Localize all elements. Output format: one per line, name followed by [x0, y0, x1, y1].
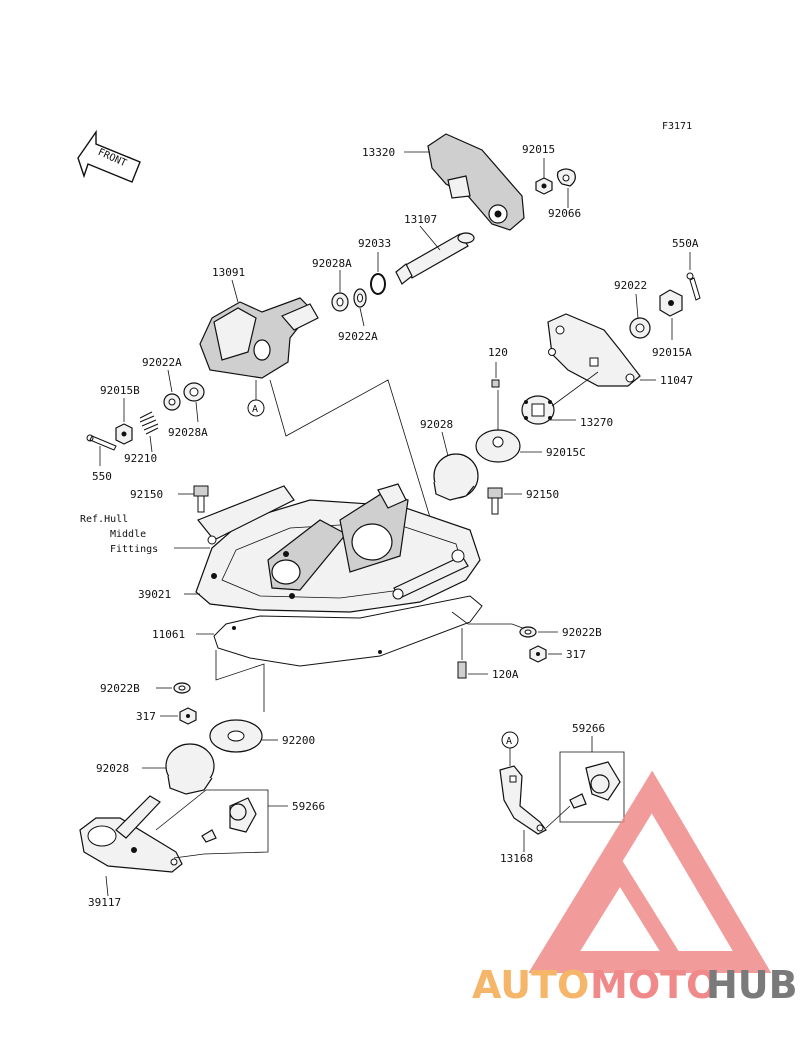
clip-92066: [556, 168, 576, 187]
front-arrow-icon: FRONT: [77, 129, 141, 183]
washer-92022B-right: [519, 626, 537, 638]
pin-550: [86, 434, 117, 451]
label-92028-mid: 92028: [420, 418, 453, 431]
label-92028A-top: 92028A: [312, 257, 352, 270]
label-13107: 13107: [404, 213, 437, 226]
plate-11047: [547, 313, 641, 387]
ref-note-line3: Fittings: [110, 544, 158, 555]
nut-317-left: [179, 707, 197, 725]
pad-92028-low: [165, 743, 215, 795]
label-92150-left: 92150: [130, 488, 163, 501]
label-92015B: 92015B: [100, 384, 140, 397]
box-59266-right: [559, 751, 625, 823]
washer-92022A-top: [353, 288, 367, 308]
callout-a-bottom: A: [501, 731, 519, 749]
label-13091: 13091: [212, 266, 245, 279]
nut-92015: [535, 177, 553, 195]
watermark-part2: MOTO: [590, 963, 718, 1007]
watermark-logo-icon: [528, 770, 772, 973]
label-92015: 92015: [522, 143, 555, 156]
svg-text:A: A: [252, 404, 258, 415]
housing-13091: [199, 297, 319, 379]
watermark-part1: AUTO: [472, 963, 589, 1007]
gear-13270: [521, 395, 555, 425]
ref-note-line2: Middle: [110, 529, 146, 540]
circlip-92033: [370, 273, 386, 295]
bracket-13168: [499, 765, 547, 835]
box-59266-left: [155, 789, 269, 859]
label-13168: 13168: [500, 852, 533, 865]
label-317-left: 317: [136, 710, 156, 723]
pin-550A: [686, 272, 701, 301]
shaft-13107: [395, 232, 475, 285]
handle-13320: [427, 133, 525, 231]
nut-92015B: [115, 423, 133, 445]
nut-317-right: [529, 645, 547, 663]
label-59266-right: 59266: [572, 722, 605, 735]
gasket-11061: [213, 595, 483, 667]
label-92150-right: 92150: [526, 488, 559, 501]
label-11047: 11047: [660, 374, 693, 387]
washer-92022A-left: [163, 393, 181, 411]
label-92200: 92200: [282, 734, 315, 747]
bolt-92150-left: [193, 485, 209, 513]
label-92022A-top: 92022A: [338, 330, 378, 343]
label-92028A-left: 92028A: [168, 426, 208, 439]
ref-note-line1: Ref.Hull: [80, 514, 128, 525]
callout-a-top: A: [247, 399, 265, 417]
svg-text:A: A: [506, 736, 512, 747]
bush-92028A-left: [183, 382, 205, 402]
label-92022B-left: 92022B: [100, 682, 140, 695]
label-92022: 92022: [614, 279, 647, 292]
label-550: 550: [92, 470, 112, 483]
watermark-text: AUTO MOTO HUB: [472, 963, 798, 1007]
washer-92022: [629, 317, 651, 339]
label-92066: 92066: [548, 207, 581, 220]
label-120A: 120A: [492, 668, 519, 681]
label-39021: 39021: [138, 588, 171, 601]
pad-92028-mid: [433, 453, 479, 501]
spring-92210: [139, 411, 159, 435]
screw-120: [491, 379, 500, 388]
label-550A: 550A: [672, 237, 699, 250]
pad-92200: [209, 719, 263, 753]
figure-code: F3171: [662, 121, 692, 132]
label-92015C: 92015C: [546, 446, 586, 459]
label-92022A-left: 92022A: [142, 356, 182, 369]
label-13270: 13270: [580, 416, 613, 429]
label-92015A: 92015A: [652, 346, 692, 359]
washer-92022B-left: [173, 682, 191, 694]
lever-39117: [79, 795, 183, 873]
bolt-92150-right: [487, 487, 503, 515]
watermark-part3: HUB: [706, 963, 798, 1007]
label-92033: 92033: [358, 237, 391, 250]
nut-92015A: [659, 289, 683, 317]
label-317-right: 317: [566, 648, 586, 661]
label-92022B-right: 92022B: [562, 626, 602, 639]
label-11061: 11061: [152, 628, 185, 641]
label-59266-left: 59266: [292, 800, 325, 813]
screw-120A: [457, 661, 467, 679]
label-92210: 92210: [124, 452, 157, 465]
disc-92015C: [475, 429, 521, 463]
label-92028-low: 92028: [96, 762, 129, 775]
label-120: 120: [488, 346, 508, 359]
hull-fitting-39021: [195, 483, 481, 613]
bush-92028A-top: [331, 292, 349, 312]
label-13320: 13320: [362, 146, 395, 159]
label-39117: 39117: [88, 896, 121, 909]
